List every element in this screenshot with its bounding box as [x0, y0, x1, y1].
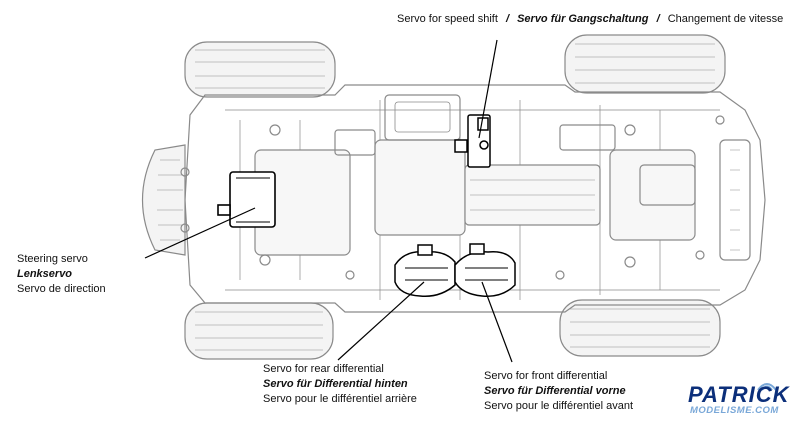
- speed-shift-sep-1: /: [505, 13, 510, 25]
- leader-lines: [144, 39, 513, 363]
- frame-outline: [184, 84, 766, 313]
- speed-shift-label-fr: Changement de vitesse: [667, 13, 784, 25]
- steering-leader: [144, 207, 256, 259]
- rear-diff-leader: [337, 281, 425, 361]
- steering-label: Steering servo Lenkservo Servo de direct…: [17, 252, 106, 297]
- steering-label-fr: Servo de direction: [17, 283, 106, 295]
- rear-diff-label-fr: Servo pour le différentiel arrière: [263, 393, 417, 405]
- front-right-wheel: [559, 299, 721, 357]
- front-diff-label-en: Servo for front differential: [484, 370, 608, 382]
- rear-diff-label-de: Servo für Differential hinten: [263, 378, 408, 390]
- rear-left-wheel: [184, 41, 336, 98]
- steering-label-de: Lenkservo: [17, 268, 73, 280]
- speed-shift-label: Servo for speed shift / Servo für Gangsc…: [397, 12, 783, 27]
- speed-shift-label-de: Servo für Gangschaltung: [517, 13, 649, 25]
- rear-right-wheel: [184, 302, 334, 360]
- steering-servo-shape: [217, 171, 276, 228]
- front-diff-label-de: Servo für Differential vorne: [484, 385, 626, 397]
- rear-diff-label-en: Servo for rear differential: [263, 363, 384, 375]
- rear-bumper: [142, 144, 186, 256]
- steering-label-en: Steering servo: [17, 253, 88, 265]
- speed-shift-label-en: Servo for speed shift: [397, 13, 498, 25]
- front-left-wheel: [564, 34, 726, 94]
- speed-shift-servo-shape: [454, 114, 491, 168]
- front-diff-label-fr: Servo pour le différentiel avant: [484, 400, 633, 412]
- front-diff-servo-shape: [454, 243, 516, 298]
- rear-diff-label: Servo for rear differential Servo für Di…: [263, 362, 417, 407]
- speed-shift-sep-2: /: [656, 13, 660, 25]
- front-diff-label: Servo for front differential Servo für D…: [484, 369, 633, 414]
- rear-diff-servo-shape: [394, 244, 456, 298]
- front-diff-leader: [481, 281, 513, 363]
- chassis-outline: [142, 34, 766, 360]
- patrick-modelisme-logo: PATRICK MODELISME.COM: [686, 376, 794, 420]
- logo-brand-text: PATRICK: [688, 382, 790, 407]
- signal-waves-icon: [757, 383, 777, 391]
- speed-shift-leader: [478, 39, 498, 139]
- logo-site-text: MODELISME.COM: [690, 405, 779, 416]
